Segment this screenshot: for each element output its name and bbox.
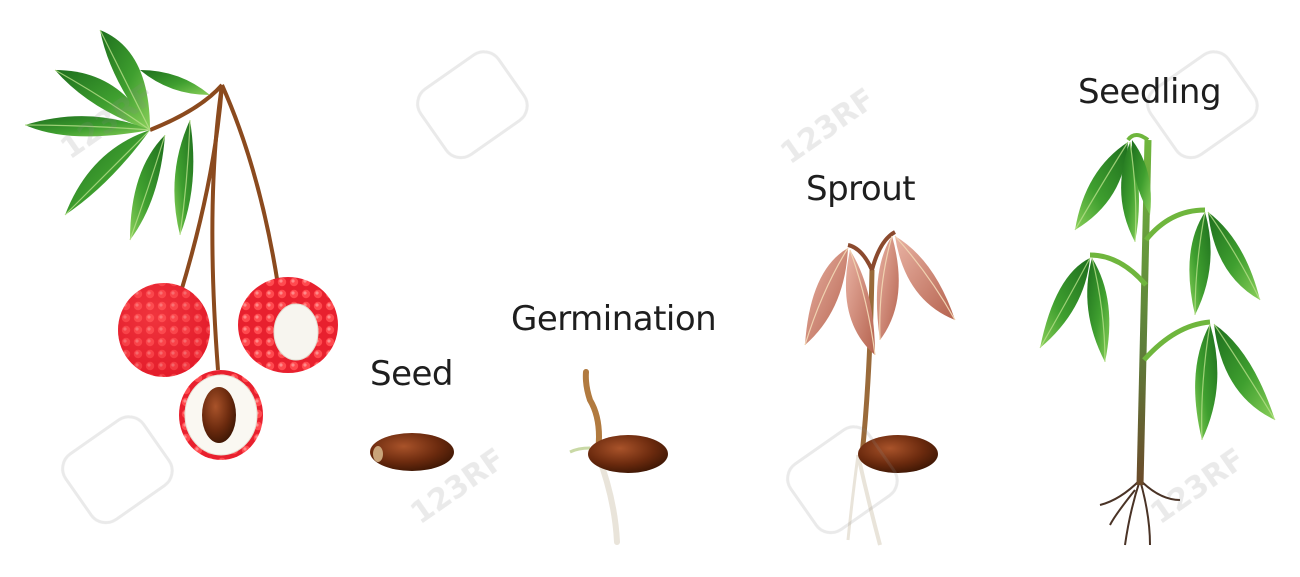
- watermark-text: 123RF: [1145, 442, 1252, 532]
- watermark-camera-icon: [61, 50, 1259, 535]
- sprout-illustration: [804, 230, 956, 546]
- seedling-label: Seedling: [1078, 72, 1222, 112]
- germination-illustration: [569, 369, 668, 545]
- sprout-label: Sprout: [806, 169, 916, 209]
- seed-label: Seed: [370, 354, 454, 394]
- seedling-illustration: [1039, 133, 1276, 546]
- seed-illustration: [370, 433, 454, 471]
- lychee-fruit-branch: [24, 29, 338, 460]
- watermark-text: 123RF: [775, 82, 882, 172]
- germination-label: Germination: [511, 299, 717, 339]
